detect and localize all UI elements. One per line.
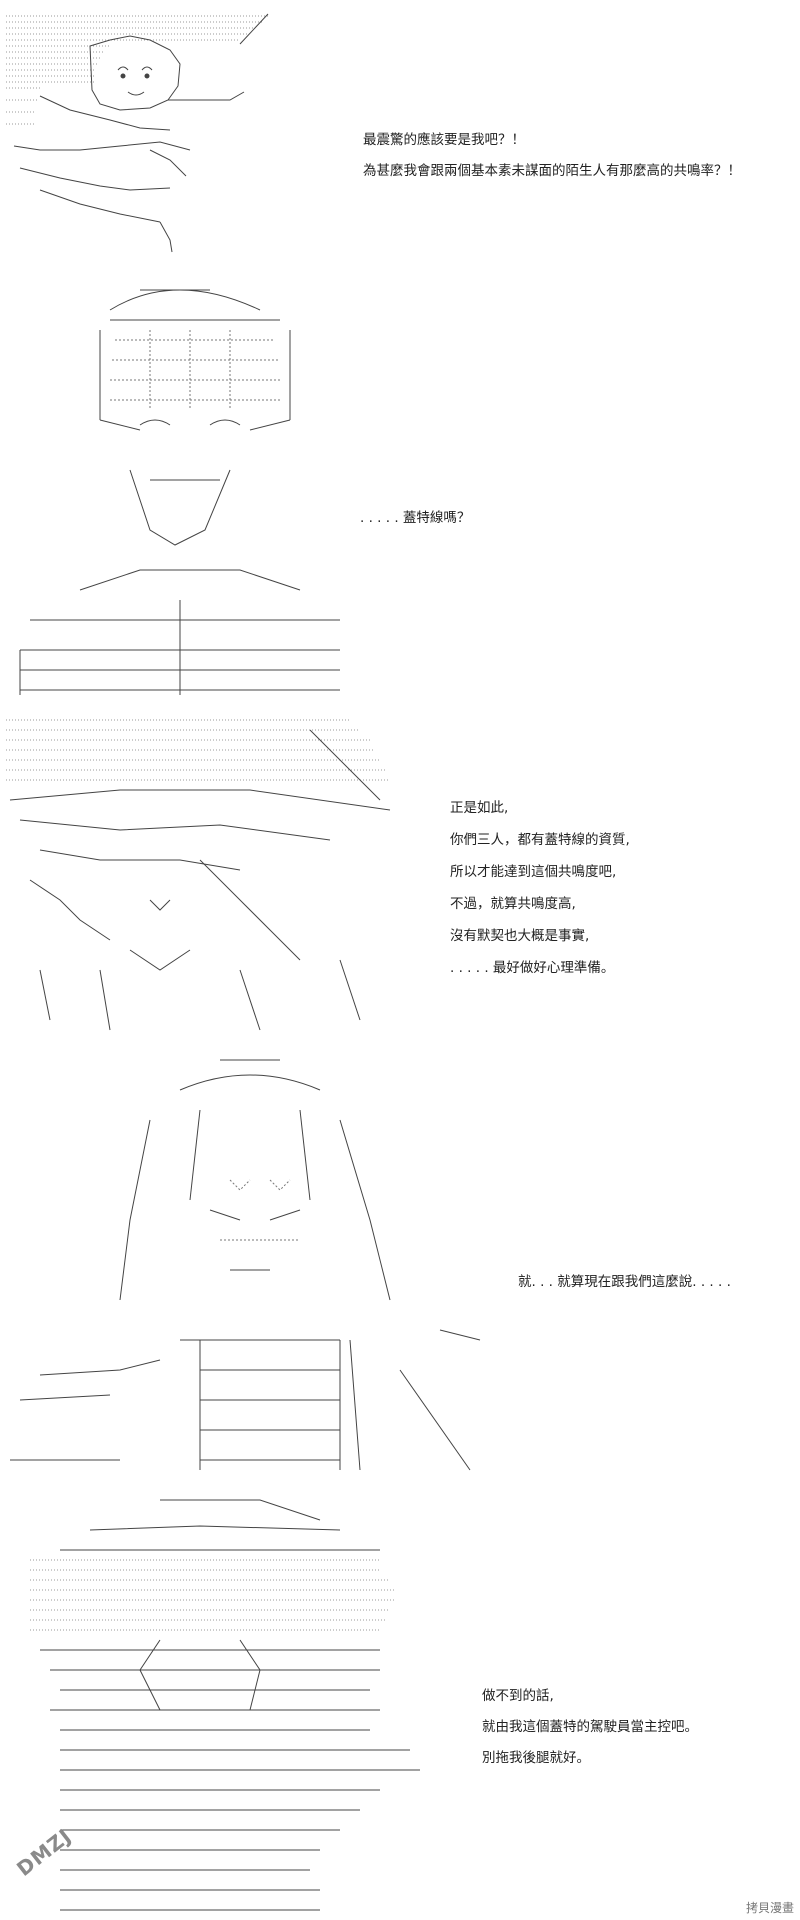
- ascii-art-drawing: [6, 13, 270, 253]
- dialogue-line: 最震驚的應該要是我吧？！: [363, 132, 525, 148]
- dialogue-line: 所以才能達到這個共鳴度吧,: [450, 864, 617, 880]
- ascii-art-drawing: [19, 289, 340, 695]
- ascii-art-character-dark-hair: [0, 710, 400, 1040]
- dialogue-line: 就由我這個蓋特的駕駛員當主控吧。: [482, 1719, 698, 1735]
- dialogue-panel-5: 做不到的話, 就由我這個蓋特的駕駛員當主控吧。 別拖我後腿就好。: [482, 1686, 698, 1779]
- dialogue-line: 正是如此,: [450, 800, 509, 816]
- dialogue-line: 不過，就算共鳴度高,: [450, 896, 576, 912]
- dialogue-line: 你們三人，都有蓋特線的資質,: [450, 832, 630, 848]
- ascii-art-drawing: [6, 719, 391, 1031]
- panel-1: 最震驚的應該要是我吧？！ 為甚麼我會跟兩個基本素未謀面的陌生人有那麼高的共鳴率？…: [0, 0, 800, 270]
- dialogue-line: 沒有默契也大概是事實,: [450, 928, 590, 944]
- dialogue-panel-4: 就. . . 就算現在跟我們這麼說. . . . .: [518, 1272, 731, 1303]
- dialogue-line: . . . . . 蓋特線嗎？: [360, 510, 471, 526]
- dialogue-panel-2: . . . . . 蓋特線嗎？: [360, 508, 470, 539]
- ascii-art-character-hooded: [0, 270, 340, 700]
- dialogue-panel-3: 正是如此, 你們三人，都有蓋特線的資質, 所以才能達到這個共鳴度吧, 不過，就算…: [450, 798, 630, 990]
- ascii-art-character-spiky-hair: [0, 1490, 420, 1920]
- panel-5: 做不到的話, 就由我這個蓋特的駕駛員當主控吧。 別拖我後腿就好。: [0, 1490, 800, 1920]
- ascii-art-drawing: [30, 1499, 420, 1911]
- dialogue-line: 就. . . 就算現在跟我們這麼說. . . . .: [518, 1274, 731, 1290]
- ascii-art-drawing: [10, 1059, 481, 1471]
- panel-2: . . . . . 蓋特線嗎？: [0, 270, 800, 700]
- dialogue-line: 做不到的話,: [482, 1688, 554, 1704]
- panel-3: 正是如此, 你們三人，都有蓋特線的資質, 所以才能達到這個共鳴度吧, 不過，就算…: [0, 710, 800, 1040]
- dialogue-line: . . . . . 最好做好心理準備。: [450, 960, 615, 976]
- ascii-art-character-shocked: [0, 0, 340, 260]
- dialogue-line: 別拖我後腿就好。: [482, 1750, 590, 1766]
- ascii-art-character-long-hair: [0, 1040, 520, 1480]
- copy-manga-watermark: 拷貝漫畫: [745, 1901, 794, 1915]
- dialogue-panel-1: 最震驚的應該要是我吧？！ 為甚麼我會跟兩個基本素未謀面的陌生人有那麼高的共鳴率？…: [363, 130, 741, 192]
- dialogue-line: 為甚麼我會跟兩個基本素未謀面的陌生人有那麼高的共鳴率？！: [363, 163, 741, 179]
- panel-4: 就. . . 就算現在跟我們這麼說. . . . .: [0, 1040, 800, 1480]
